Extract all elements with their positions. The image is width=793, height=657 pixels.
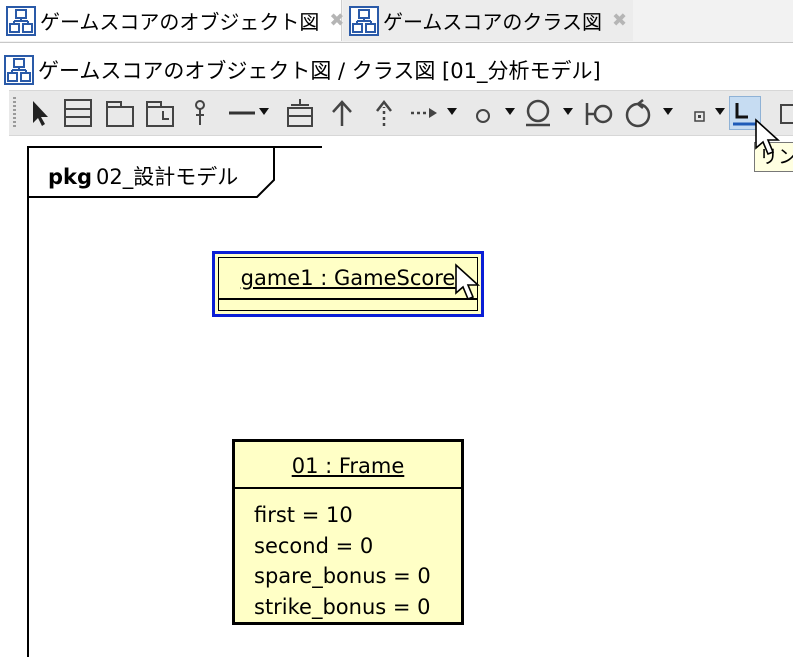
diagram-title: ゲームスコアのオブジェクト図 / クラス図 [01_分析モデル] (38, 59, 601, 83)
rectangle-icon[interactable] (773, 97, 793, 129)
association-icon[interactable] (227, 97, 257, 129)
package-alt-icon[interactable] (145, 97, 175, 129)
attribute-second[interactable]: second = 0 (254, 533, 374, 558)
close-icon[interactable]: ✖ (329, 10, 345, 31)
object-01-frame[interactable]: 01 : Frame first = 10 second = 0 spare_b… (232, 439, 464, 625)
editor-tab-strip: ゲームスコアのオブジェクト図 ✖ ゲームスコアのクラス図 ✖ (0, 0, 793, 43)
diagram-icon (4, 55, 34, 85)
dropdown-arrow-icon[interactable] (563, 108, 573, 115)
tooltip: リン (754, 142, 793, 172)
dropdown-arrow-icon[interactable] (259, 108, 269, 115)
mouse-cursor-icon (455, 263, 481, 301)
diagram-icon (349, 5, 379, 36)
package-name: 02_設計モデル (96, 165, 239, 189)
mouse-cursor-icon (755, 118, 781, 156)
diagram-icon (6, 5, 36, 36)
dropdown-arrow-icon[interactable] (715, 108, 725, 115)
note-box-icon[interactable] (285, 97, 315, 129)
object-divider (219, 298, 477, 300)
diagram-toolbar (9, 90, 793, 136)
object-name[interactable]: 01 : Frame (291, 454, 405, 478)
package-icon[interactable] (105, 97, 135, 129)
small-box-icon[interactable] (685, 97, 715, 129)
link-icon[interactable] (729, 96, 761, 130)
package-frame (27, 146, 322, 657)
close-icon[interactable]: ✖ (612, 10, 628, 31)
interface-pin-icon[interactable] (185, 97, 215, 129)
actor-head-icon[interactable] (523, 97, 553, 129)
tab-label: ゲームスコアのオブジェクト図 (40, 10, 320, 34)
object-game1-gamescore[interactable]: game1 : GameScore (212, 251, 484, 317)
attribute-list: first = 10 second = 0 spare_bonus = 0 st… (254, 500, 431, 622)
tab-label: ゲームスコアのクラス図 (383, 10, 602, 34)
object-body: game1 : GameScore (218, 257, 478, 311)
tab-object-diagram[interactable]: ゲームスコアのオブジェクト図 ✖ (0, 0, 345, 41)
circle-icon[interactable] (469, 97, 499, 129)
toolbar-grip[interactable] (13, 97, 16, 129)
tab-class-diagram[interactable]: ゲームスコアのクラス図 ✖ (343, 0, 633, 41)
generalization-icon[interactable] (327, 97, 357, 129)
attribute-strike-bonus[interactable]: strike_bonus = 0 (254, 594, 431, 619)
interface-lollipop-icon[interactable] (583, 97, 613, 129)
dropdown-arrow-icon[interactable] (505, 108, 515, 115)
object-name[interactable]: game1 : GameScore (240, 266, 456, 290)
object-divider (235, 487, 461, 489)
attribute-first[interactable]: first = 10 (254, 503, 353, 527)
dropdown-arrow-icon[interactable] (447, 108, 457, 115)
class-icon[interactable] (63, 97, 93, 129)
control-icon[interactable] (623, 97, 653, 129)
select-icon[interactable] (25, 97, 55, 129)
realization-icon[interactable] (369, 97, 399, 129)
diagram-title-bar: ゲームスコアのオブジェクト図 / クラス図 [01_分析モデル] (0, 52, 793, 88)
package-keyword: pkg (48, 165, 93, 189)
dependency-icon[interactable] (409, 97, 439, 129)
attribute-spare-bonus[interactable]: spare_bonus = 0 (254, 564, 431, 588)
dropdown-arrow-icon[interactable] (663, 108, 673, 115)
